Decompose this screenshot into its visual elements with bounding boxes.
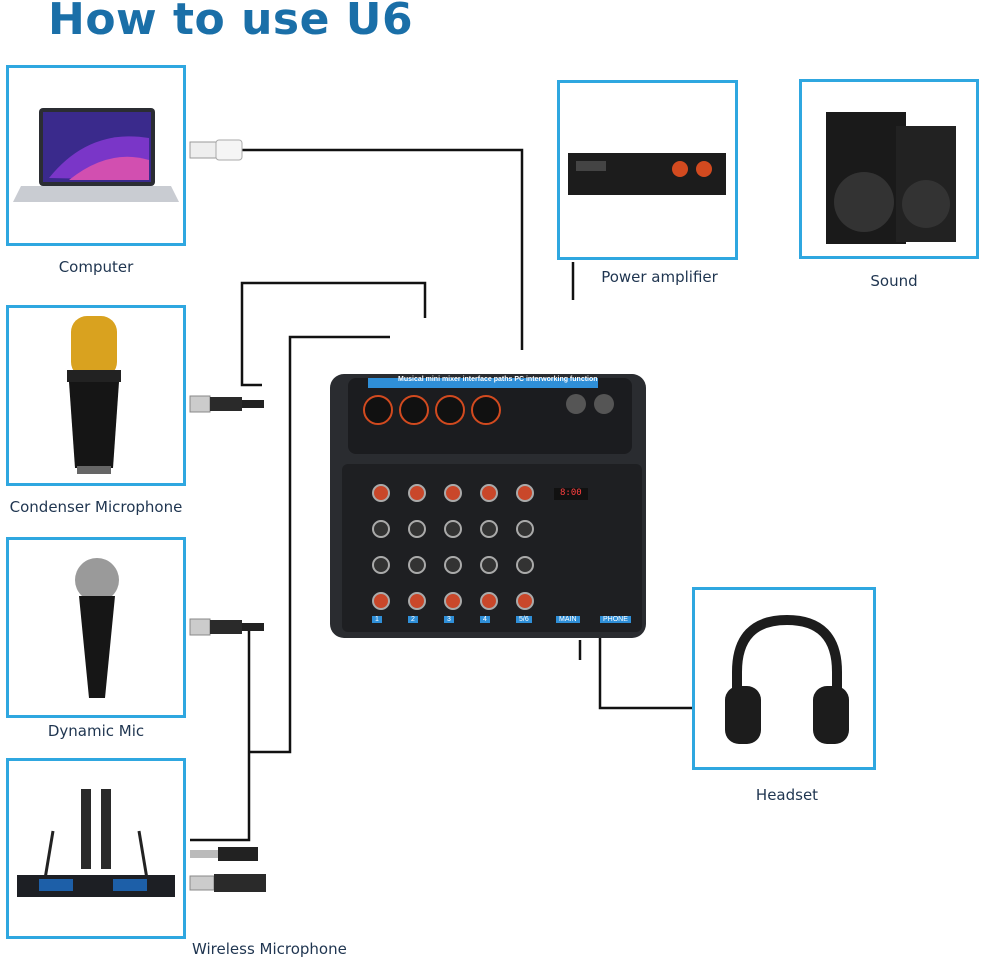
- condenser-label: Condenser Microphone: [9, 498, 183, 516]
- mixer-knob[interactable]: [408, 592, 426, 610]
- xlr-plug-icon: [189, 395, 264, 413]
- mixer-knob[interactable]: [444, 520, 462, 538]
- mixer-knob[interactable]: [408, 520, 426, 538]
- mixer-knob[interactable]: [444, 592, 462, 610]
- amplifier-box: [557, 80, 738, 260]
- sound-box: [799, 79, 979, 259]
- mixer-channel-label: MAIN: [556, 616, 580, 623]
- mixer-banner: Musical mini mixer interface paths PC in…: [398, 376, 598, 383]
- mixer-knob[interactable]: [372, 520, 390, 538]
- mixer-channel-label: 4: [480, 616, 490, 623]
- mixer-knob[interactable]: [516, 592, 534, 610]
- computer-box: [6, 65, 186, 246]
- mixer-knob[interactable]: [516, 484, 534, 502]
- page-title: How to use U6: [48, 0, 414, 45]
- mixer-knob[interactable]: [408, 556, 426, 574]
- dynamic-microphone-icon: [75, 558, 119, 698]
- jack-plug-icon: [189, 847, 266, 892]
- wireless-box: [6, 758, 186, 939]
- dynamic-label: Dynamic Mic: [47, 722, 145, 740]
- mixer-knob[interactable]: [372, 484, 390, 502]
- amplifier-label: Power amplifier: [601, 268, 718, 286]
- usb-cable: [242, 148, 524, 350]
- speaker-icon: [826, 112, 956, 244]
- mixer-channel-label: 5/6: [516, 616, 532, 623]
- mixer-knob[interactable]: [516, 556, 534, 574]
- mixer-knob[interactable]: [408, 484, 426, 502]
- wireless-label: Wireless Microphone: [192, 940, 347, 958]
- xlr-plug-icon: [189, 618, 264, 636]
- u6-mixer: Musical mini mixer interface paths PC in…: [328, 372, 648, 640]
- mixer-knob[interactable]: [480, 592, 498, 610]
- power-amplifier-icon: [568, 153, 726, 195]
- computer-label: Computer: [58, 258, 134, 276]
- usb-plug-icon: [189, 139, 243, 161]
- headphones-icon: [725, 614, 849, 744]
- mixer-display: 8:00: [560, 488, 582, 498]
- dynamic-box: [6, 537, 186, 718]
- mixer-knob[interactable]: [480, 556, 498, 574]
- headset-box: [692, 587, 876, 770]
- condenser-microphone-icon: [67, 316, 121, 474]
- headset-label: Headset: [755, 786, 819, 804]
- mixer-knob[interactable]: [480, 484, 498, 502]
- condenser-cable: [240, 281, 427, 387]
- wireless-cable: [190, 624, 262, 842]
- mixer-illustration: [330, 374, 646, 638]
- mixer-knob[interactable]: [444, 484, 462, 502]
- mixer-knob[interactable]: [480, 520, 498, 538]
- sound-label: Sound: [870, 272, 918, 290]
- mixer-channel-label: PHONE: [600, 616, 631, 623]
- dynamic-cable: [249, 335, 390, 754]
- mixer-knob[interactable]: [516, 520, 534, 538]
- mixer-channel-label: 3: [444, 616, 454, 623]
- mixer-channel-label: 1: [372, 616, 382, 623]
- laptop-icon: [13, 108, 179, 202]
- mixer-knob[interactable]: [372, 592, 390, 610]
- wireless-microphone-receiver-icon: [17, 789, 175, 897]
- mixer-knob[interactable]: [444, 556, 462, 574]
- condenser-box: [6, 305, 186, 486]
- mixer-knob[interactable]: [372, 556, 390, 574]
- mixer-channel-label: 2: [408, 616, 418, 623]
